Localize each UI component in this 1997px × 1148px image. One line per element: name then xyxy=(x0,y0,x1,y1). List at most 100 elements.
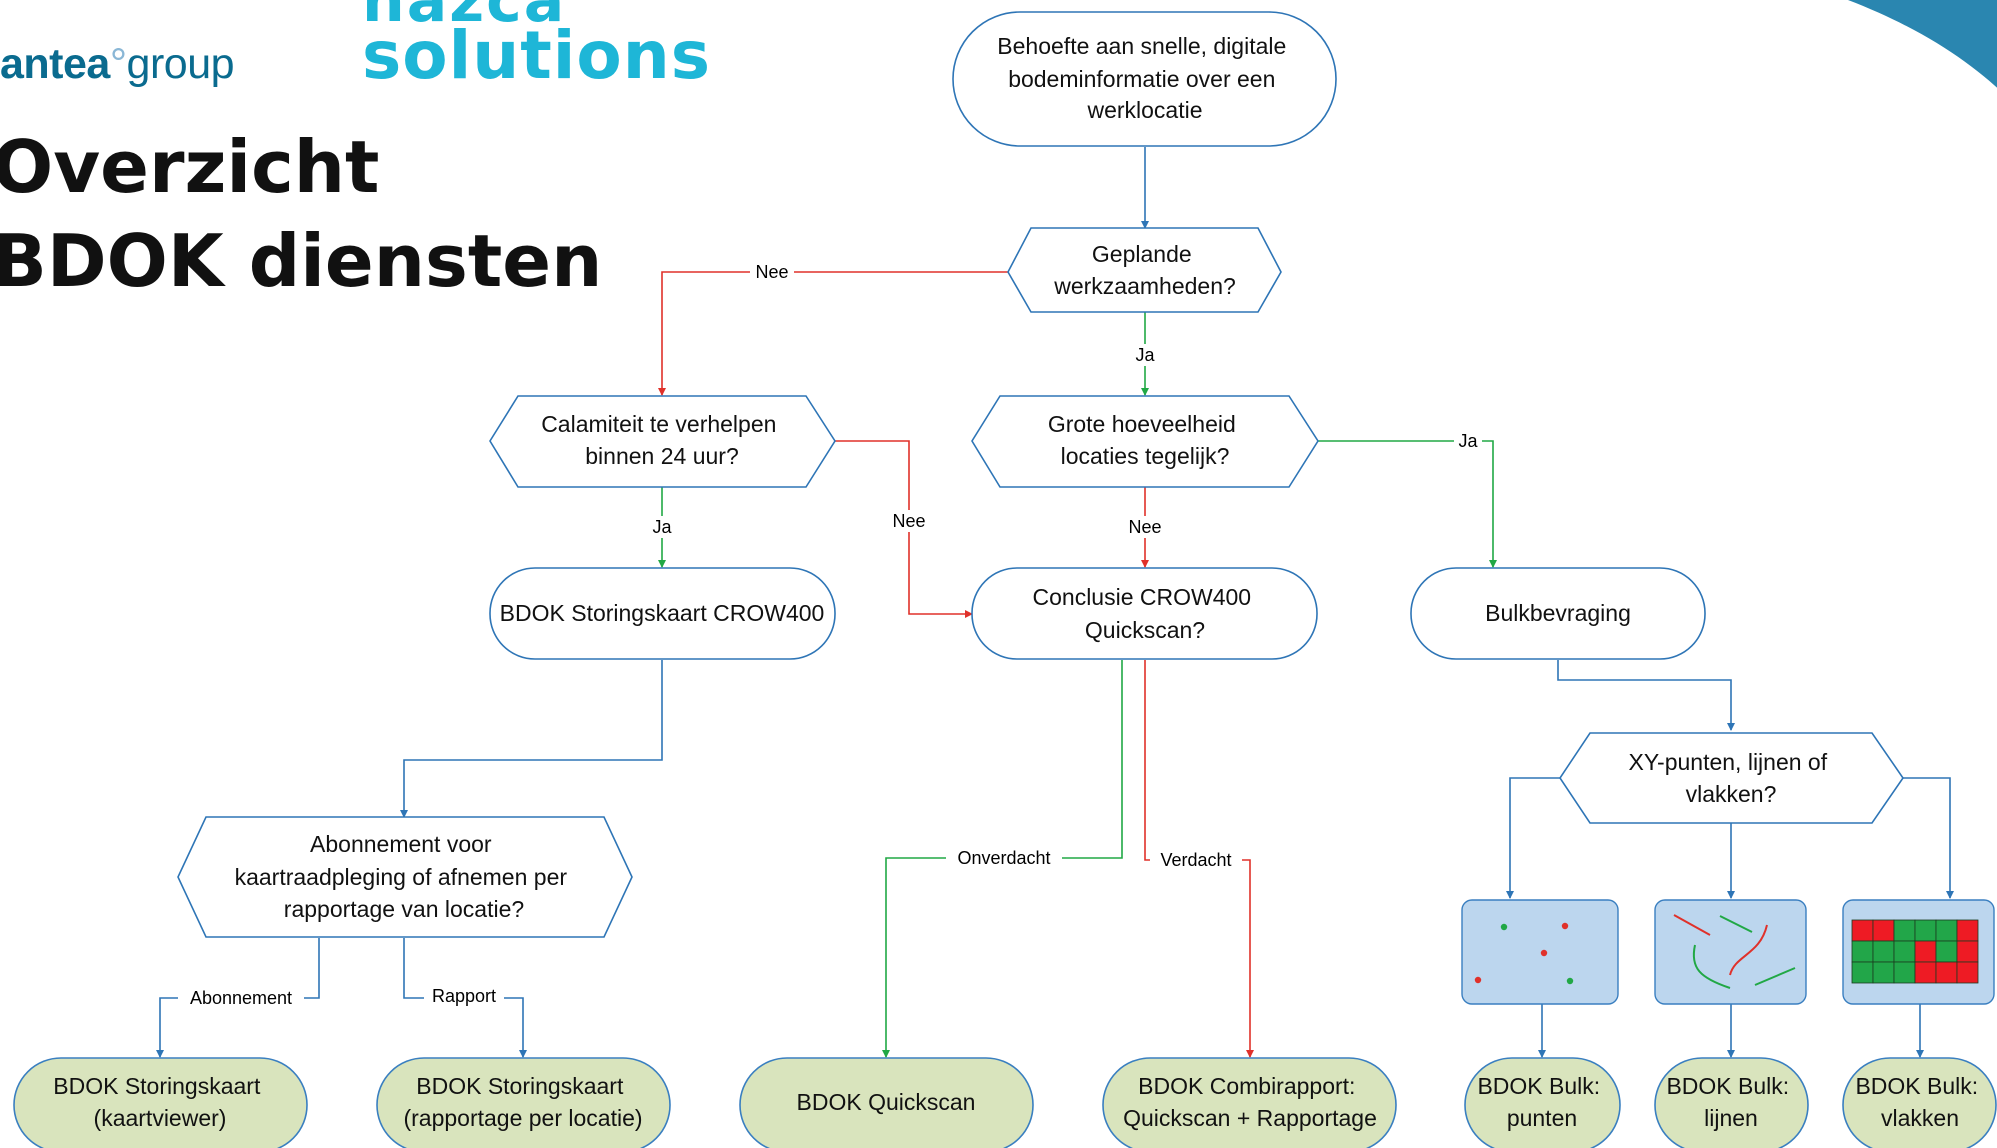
svg-text:BDOK Combirapport: Q: BDOK Combirapport: Quickscan + Rapportag… xyxy=(1123,1073,1377,1131)
svg-text:BDOK Bulk: lijnen: BDOK Bulk: lijnen xyxy=(1666,1073,1795,1131)
outcome-combirapport: BDOK Combirapport: Quickscan + Rapportag… xyxy=(1102,1057,1397,1148)
outcome-kaartviewer-line-2: (kaartviewer) xyxy=(94,1105,227,1131)
decorative-corner-shape xyxy=(1847,0,1997,88)
outcome-quickscan-label: BDOK Quickscan xyxy=(797,1089,976,1115)
decision-grote-line-1: Grote hoeveelheid xyxy=(1048,411,1236,437)
page-title-line-2: BDOK diensten xyxy=(0,219,603,303)
edge-label-nee-geplande: Nee xyxy=(755,262,788,282)
vlakken-cell xyxy=(1935,961,1958,984)
vlakken-cell xyxy=(1851,940,1874,963)
edge-label-nee-grote: Nee xyxy=(1128,517,1161,537)
start-node-line-2: bodeminformatie over een xyxy=(1008,66,1275,92)
decision-abonnement-line-3: rapportage van locatie? xyxy=(284,896,524,922)
svg-text:BDOK Storingskaart (: BDOK Storingskaart (rapportage per locat… xyxy=(403,1073,642,1131)
decision-calamiteit-line-2: binnen 24 uur? xyxy=(585,443,738,469)
vlakken-cell xyxy=(1851,961,1874,984)
vlakken-cell xyxy=(1956,919,1979,942)
edge-label-ja-calamiteit: Ja xyxy=(652,517,672,537)
nazca-solutions-logo: nazca solutions xyxy=(362,0,712,94)
outcome-combirapport-line-1: BDOK Combirapport: xyxy=(1138,1073,1355,1099)
vlakken-cell xyxy=(1956,961,1979,984)
vlakken-cell xyxy=(1935,919,1958,942)
node-conclusie-line-1: Conclusie CROW400 xyxy=(1033,584,1252,610)
decision-abonnement: Abonnement voor kaartraadpleging of afne… xyxy=(177,816,633,938)
decision-calamiteit-line-1: Calamiteit te verhelpen xyxy=(541,411,776,437)
edge-label-ja-geplande: Ja xyxy=(1135,345,1155,365)
start-node-line-3: werklocatie xyxy=(1086,97,1202,123)
vlakken-cell xyxy=(1935,940,1958,963)
outcome-punten-line-2: punten xyxy=(1507,1105,1577,1131)
decision-xy-line-2: vlakken? xyxy=(1686,781,1777,807)
vlakken-cell xyxy=(1914,961,1937,984)
decision-geplande: Geplande werkzaamheden? xyxy=(1007,227,1282,313)
decision-grote-hoeveelheid: Grote hoeveelheid locaties tegelijk? xyxy=(971,395,1319,488)
punten-icon xyxy=(1461,899,1619,1005)
outcome-kaartviewer-line-1: BDOK Storingskaart xyxy=(53,1073,261,1099)
edge-label-onverdacht: Onverdacht xyxy=(957,848,1050,868)
svg-text:BDOK Bulk: vlakken: BDOK Bulk: vlakken xyxy=(1855,1073,1984,1131)
decision-xy-line-1: XY-punten, lijnen of xyxy=(1628,749,1827,775)
start-node: Behoefte aan snelle, digitale bodeminfor… xyxy=(952,11,1337,147)
svg-text:BDOK Bulk: punten: BDOK Bulk: punten xyxy=(1477,1073,1606,1131)
decision-calamiteit: Calamiteit te verhelpen binnen 24 uur? xyxy=(489,395,836,488)
start-node-line-1: Behoefte aan snelle, digitale xyxy=(997,33,1286,59)
outcome-vlakken-line-1: BDOK Bulk: xyxy=(1855,1073,1978,1099)
edge-xy-to-vlakken xyxy=(1903,777,1954,899)
vlakken-cell xyxy=(1872,919,1895,942)
vlakken-cell xyxy=(1851,919,1874,942)
vlakken-cell xyxy=(1872,940,1895,963)
edge-xy-to-punten xyxy=(1506,777,1560,899)
edge-grote-ja xyxy=(1318,440,1497,568)
outcome-combirapport-line-2: Quickscan + Rapportage xyxy=(1123,1105,1377,1131)
decision-grote-line-2: locaties tegelijk? xyxy=(1061,443,1230,469)
outcome-bulk-vlakken: BDOK Bulk: vlakken xyxy=(1842,1057,1997,1148)
vlakken-cell xyxy=(1872,961,1895,984)
lijnen-icon xyxy=(1654,899,1807,1005)
edge-label-verdacht: Verdacht xyxy=(1160,850,1231,870)
outcome-vlakken-line-2: vlakken xyxy=(1881,1105,1959,1131)
page-title: Overzicht BDOK diensten xyxy=(0,120,602,308)
edge-storingskaart-to-abonnement xyxy=(400,660,663,818)
vlakken-cell xyxy=(1893,940,1916,963)
decision-geplande-line-1: Geplande xyxy=(1092,241,1192,267)
svg-text:Geplande werkzaamhed: Geplande werkzaamheden? xyxy=(1053,241,1236,299)
outcome-punten-line-1: BDOK Bulk: xyxy=(1477,1073,1600,1099)
vlakken-cell xyxy=(1914,919,1937,942)
svg-text:Abonnement voor kaar: Abonnement voor kaartraadpleging of afne… xyxy=(235,831,574,922)
vlakken-cell xyxy=(1956,940,1979,963)
node-conclusie-quickscan: Conclusie CROW400 Quickscan? xyxy=(971,567,1318,660)
outcome-rapportage-line-2: (rapportage per locatie) xyxy=(403,1105,642,1131)
vlakken-cell xyxy=(1914,940,1937,963)
outcome-lijnen-line-2: lijnen xyxy=(1704,1105,1758,1131)
edge-label-ja-grote: Ja xyxy=(1458,431,1478,451)
outcome-storingskaart-kaartviewer: BDOK Storingskaart (kaartviewer) xyxy=(13,1057,308,1148)
node-bulkbevraging: Bulkbevraging xyxy=(1410,567,1706,660)
vlakken-cell xyxy=(1893,919,1916,942)
node-conclusie-line-2: Quickscan? xyxy=(1085,617,1205,643)
decision-geplande-line-2: werkzaamheden? xyxy=(1053,273,1236,299)
outcome-storingskaart-rapportage: BDOK Storingskaart (rapportage per locat… xyxy=(376,1057,671,1148)
vlakken-cell xyxy=(1893,961,1916,984)
edge-bulk-to-xy xyxy=(1557,660,1735,731)
node-storingskaart-crow400: BDOK Storingskaart CROW400 xyxy=(489,567,836,660)
svg-text:BDOK Storingskaart (: BDOK Storingskaart (kaartviewer) xyxy=(53,1073,266,1131)
svg-text:Behoefte aan snelle, digitale: Behoefte aan snelle, digitale bodeminfor… xyxy=(997,33,1292,123)
edge-label-nee-calamiteit: Nee xyxy=(892,511,925,531)
svg-text:Grote hoeveelheid lo: Grote hoeveelheid locaties tegelijk? xyxy=(1048,411,1242,469)
svg-text:XY-punten, lijnen of: XY-punten, lijnen of vlakken? xyxy=(1628,749,1833,807)
svg-text:Calamiteit te verhelpen: Calamiteit te verhelpen binnen 24 uur? xyxy=(541,411,783,469)
outcome-lijnen-line-1: BDOK Bulk: xyxy=(1666,1073,1789,1099)
outcome-quickscan: BDOK Quickscan xyxy=(739,1057,1034,1148)
antea-group-logo: antea°group xyxy=(0,40,235,88)
decision-xy-punten: XY-punten, lijnen of vlakken? xyxy=(1559,732,1904,824)
outcome-rapportage-line-1: BDOK Storingskaart xyxy=(416,1073,624,1099)
node-storingskaart-crow400-label: BDOK Storingskaart CROW400 xyxy=(500,600,825,626)
node-bulkbevraging-label: Bulkbevraging xyxy=(1485,600,1631,626)
page-title-line-1: Overzicht xyxy=(0,125,380,209)
vlakken-icon xyxy=(1842,899,1995,1005)
edge-label-abonnement: Abonnement xyxy=(190,988,292,1008)
svg-text:Conclusie CROW400 Qu: Conclusie CROW400 Quickscan? xyxy=(1033,584,1258,643)
edge-label-rapport: Rapport xyxy=(432,986,496,1006)
